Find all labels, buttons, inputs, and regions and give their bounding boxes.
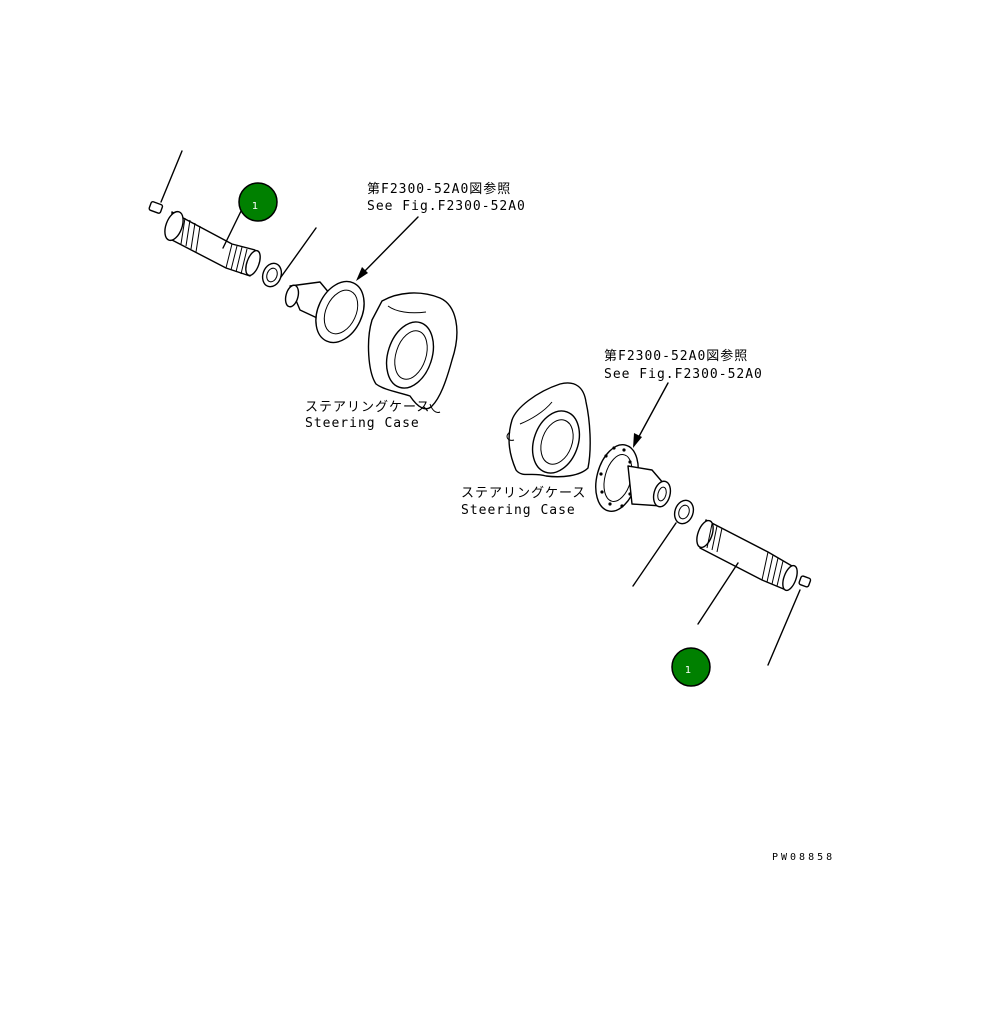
bearing-part-upper xyxy=(261,262,283,288)
reference-label-upper: 第F2300-52A0図参照 See Fig.F2300-52A0 xyxy=(367,181,526,214)
steering-case-lower xyxy=(506,382,591,478)
reference-label-lower: 第F2300-52A0図参照 See Fig.F2300-52A0 xyxy=(604,348,763,382)
reference-text-en: See Fig.F2300-52A0 xyxy=(367,199,526,214)
hub-part-lower xyxy=(595,444,672,512)
shaft-part-lower xyxy=(696,519,798,592)
case-text-en: Steering Case xyxy=(461,503,576,518)
bearing-part-lower xyxy=(673,499,695,525)
case-label-upper: ステアリングケース Steering Case xyxy=(305,400,430,431)
upper-assembly xyxy=(148,150,458,413)
pin-part-lower xyxy=(798,575,812,588)
case-label-lower: ステアリングケース Steering Case xyxy=(461,486,586,518)
case-text-jp: ステアリングケース xyxy=(305,400,430,415)
callout-number: 1 xyxy=(252,201,258,212)
shaft-part-upper xyxy=(164,210,261,277)
figure-code: PW08858 xyxy=(772,852,835,863)
reference-arrow-lower xyxy=(633,382,669,448)
pin-part-upper xyxy=(148,201,164,214)
leader-line-pin-upper xyxy=(160,150,183,203)
callout-badge-lower[interactable]: 1 xyxy=(671,647,711,687)
case-text-jp: ステアリングケース xyxy=(461,486,586,501)
reference-arrow-upper xyxy=(356,216,419,281)
leader-line-bearing-upper xyxy=(280,227,317,278)
callout-number: 1 xyxy=(685,665,691,676)
reference-text-jp: 第F2300-52A0図参照 xyxy=(604,348,748,364)
steering-case-upper xyxy=(367,292,458,413)
leader-line-bearing-lower xyxy=(632,522,677,587)
hub-part-upper xyxy=(284,280,365,344)
lower-assembly xyxy=(506,382,812,666)
case-text-en: Steering Case xyxy=(305,416,420,431)
reference-text-en: See Fig.F2300-52A0 xyxy=(604,367,763,382)
reference-text-jp: 第F2300-52A0図参照 xyxy=(367,181,511,197)
callout-badge-upper[interactable]: 1 xyxy=(238,182,278,222)
leader-line-pin-lower xyxy=(767,589,801,666)
leader-line-shaft-upper xyxy=(222,204,245,249)
leader-line-shaft-lower xyxy=(697,562,739,625)
